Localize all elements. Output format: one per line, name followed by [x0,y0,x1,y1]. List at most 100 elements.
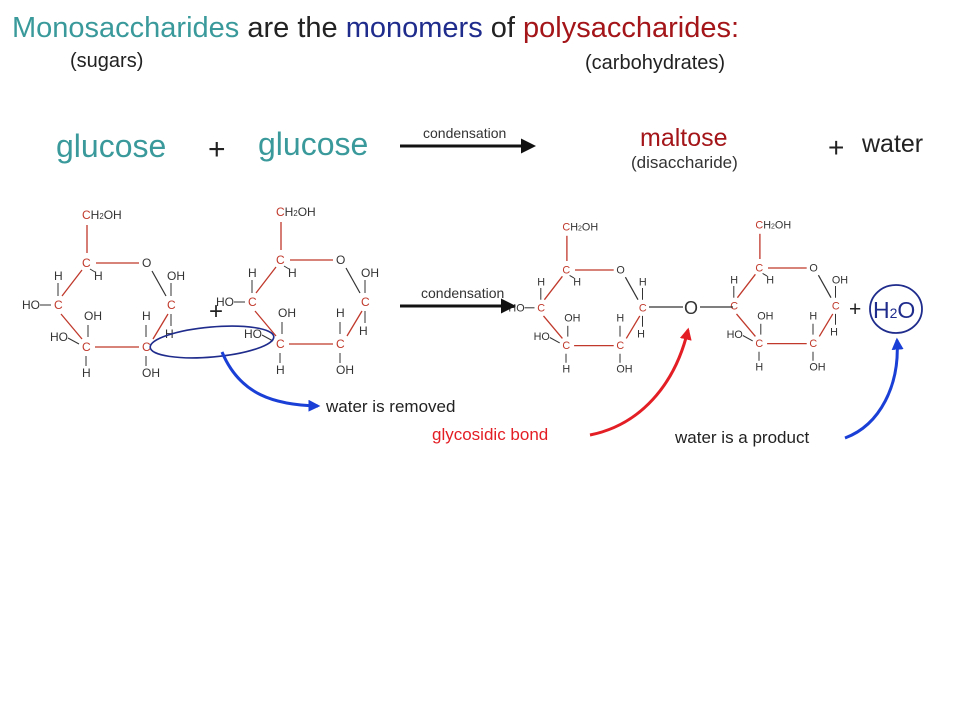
word-glucose-1: glucose [56,128,166,164]
c3-oh-bond [549,337,560,344]
glycosidic-oxygen: O [684,298,698,318]
ring-carbon-4: C [730,300,738,312]
removed-water-ellipse [149,325,275,359]
c2-hydroxyl: OH [616,364,632,376]
ring-carbon-5: C [276,253,285,267]
ring-oxygen: O [809,263,817,275]
slide-title: Monosaccharides are the monomers of poly… [12,12,739,44]
water-product-label: water is a product [674,428,809,447]
c3-hydrogen: H [276,363,285,377]
ring-bond-o-c1 [151,270,167,297]
word-glucose-2: glucose [258,126,368,162]
ring-carbon-3: C [755,338,763,350]
c3-upper-hydroxyl: OH [757,310,773,322]
c3-hydrogen: H [755,362,763,374]
word-maltose: maltose [640,124,728,152]
word-plus-1: + [208,133,226,166]
ring-carbon-2: C [809,338,817,350]
water-removed-arrow [220,351,321,412]
ring-carbon-5: C [755,263,763,275]
ring-carbon-1: C [639,302,647,314]
ring-bond-c4-c5 [255,266,277,294]
c3-oh-bond [742,335,753,342]
title-monosaccharides: Monosaccharides [12,12,239,44]
word-condensation-label: condensation [423,125,506,141]
ring-carbon-5: C [82,256,91,270]
ring-bond-c3-c4 [60,313,83,340]
c5-hydrogen: H [94,269,103,283]
water-formula: H2O [873,297,915,323]
c4-hydroxyl: HO [216,295,234,309]
c4-hydrogen: H [730,274,738,286]
c4-hydrogen: H [54,269,63,283]
water-removed-label: water is removed [325,397,455,416]
c4-hydrogen: H [248,266,257,280]
c3-hydroxyl: HO [534,331,550,343]
structure-condensation-label: condensation [421,285,504,301]
word-disaccharide: (disaccharide) [631,153,738,172]
glycosidic-bond-label: glycosidic bond [432,425,548,444]
c2-hydrogen: H [336,306,345,320]
ch2oh-label: CH2OH [276,205,316,219]
water-circle [869,284,923,334]
c1-hydroxyl: OH [167,269,185,283]
ring-bond-o-c1 [345,267,361,294]
c2-hydroxyl: OH [336,363,354,377]
c3-hydroxyl: HO [727,329,743,341]
structure-plus: + [209,298,223,325]
c1-hydrogen: H [359,324,368,338]
ring-bond-c1-c2 [818,313,834,337]
ring-carbon-3: C [82,340,91,354]
word-water: water [861,130,923,158]
ring-bond-c1-c2 [346,310,363,337]
c3-hydrogen: H [82,366,91,380]
c1-lower-hydrogen: H [637,329,645,341]
subtitle-carbohydrates: (carbohydrates) [585,52,725,74]
c5-hydrogen: H [573,276,581,288]
c5-h-bond [283,265,290,270]
subtitle-sugars: (sugars) [70,50,143,72]
water-formula-o: O [897,297,915,323]
c3-hydroxyl: HO [50,330,68,344]
ring-bond-c4-c5 [61,269,83,297]
ring-carbon-4: C [537,302,545,314]
title-connector-2: of [483,12,523,44]
ring-carbon-1: C [832,300,840,312]
c1-hydroxyl: OH [832,274,848,286]
c3-upper-hydroxyl: OH [564,312,580,324]
word-plus-2: + [828,132,844,163]
ring-bond-c4-c5 [736,273,756,299]
ring-bond-o-c1 [624,276,639,300]
ring-oxygen: O [142,256,151,270]
ring-carbon-1: C [167,298,176,312]
c1-hydrogen: H [830,327,838,339]
ring-carbon-4: C [54,298,63,312]
c2-hydrogen: H [809,310,817,322]
c3-oh-bond [261,334,274,342]
ring-carbon-3: C [276,337,285,351]
ring-carbon-3: C [562,340,570,352]
ring-carbon-2: C [142,340,151,354]
ch2oh-label: CH2OH [562,221,598,233]
c4-hydrogen: H [537,276,545,288]
structure-plus-water: + [849,298,861,321]
c1-hydroxyl: OH [361,266,379,280]
ring-carbon-2: C [336,337,345,351]
ch2oh-label: CH2OH [755,219,791,231]
ring-bond-c3-c4 [736,313,756,337]
c3-upper-hydroxyl: OH [278,306,296,320]
c5-h-bond [89,268,96,273]
ring-bond-c3-c4 [254,310,277,337]
c5-hydrogen: H [766,274,774,286]
c3-hydrogen: H [562,364,570,376]
c3-oh-bond [67,337,80,345]
water-formula-h: H [873,297,890,323]
ring-carbon-5: C [562,265,570,277]
title-monomers: monomers [346,12,483,44]
c2-hydrogen: H [616,312,624,324]
ring-bond-c4-c5 [543,275,563,301]
